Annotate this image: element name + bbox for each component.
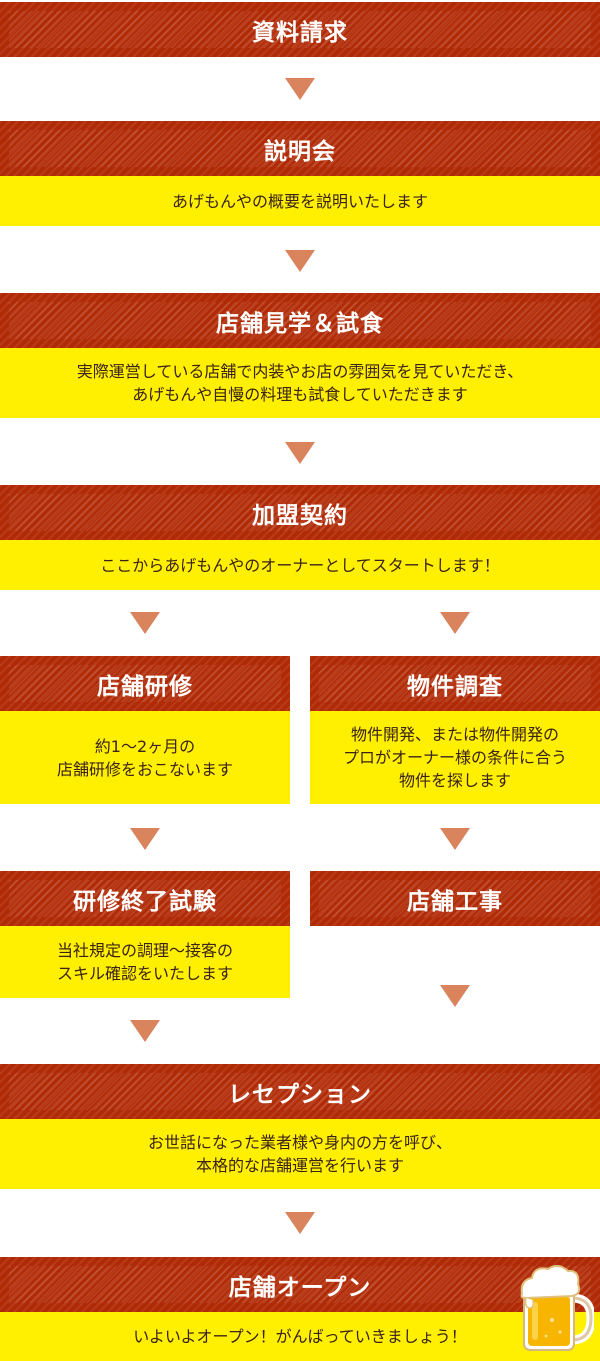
beer-mug-icon — [520, 1265, 594, 1351]
down-arrow-icon — [285, 1212, 315, 1234]
step-title: 店舗見学＆試食 — [216, 310, 384, 337]
down-arrow-icon — [285, 78, 315, 100]
down-arrow-icon — [440, 612, 470, 634]
down-arrow-icon — [440, 828, 470, 850]
step-store-training-header: 店舗研修 — [0, 656, 290, 711]
down-arrow-icon — [130, 1020, 160, 1042]
step-store-open-desc: いよいよオープン！がんばっていきましょう！ — [0, 1312, 600, 1361]
step-reception-desc: お世話になった業者様や身内の方を呼び、 本格的な店舗運営を行います — [0, 1119, 600, 1189]
step-property-survey-desc: 物件開発、または物件開発の プロがオーナー様の条件に合う 物件を探します — [310, 711, 600, 804]
step-title: 店舗オープン — [228, 1274, 372, 1301]
step-training-exam-desc: 当社規定の調理〜接客の スキル確認をいたします — [0, 926, 290, 998]
down-arrow-icon — [130, 828, 160, 850]
step-franchise-contract-header: 加盟契約 — [0, 485, 600, 540]
step-tour-tasting-header: 店舗見学＆試食 — [0, 293, 600, 348]
step-tour-tasting-desc: 実際運営している店舗で内装やお店の雰囲気を見ていただき、 あげもんや自慢の料理も… — [0, 348, 600, 418]
step-store-construction-header: 店舗工事 — [310, 871, 600, 926]
step-store-open-header: 店舗オープン — [0, 1257, 600, 1312]
down-arrow-icon — [285, 250, 315, 272]
down-arrow-icon — [285, 442, 315, 464]
step-title: 店舗研修 — [97, 673, 193, 700]
step-title: 店舗工事 — [407, 888, 503, 915]
step-title: 加盟契約 — [252, 502, 348, 529]
step-franchise-contract-desc: ここからあげもんやのオーナーとしてスタートします！ — [0, 540, 600, 590]
step-title: 研修終了試験 — [73, 888, 217, 915]
step-explanation-header: 説明会 — [0, 121, 600, 176]
step-training-exam-header: 研修終了試験 — [0, 871, 290, 926]
step-title: 資料請求 — [252, 19, 348, 46]
step-store-training-desc: 約1〜2ヶ月の 店舗研修をおこないます — [0, 711, 290, 804]
step-title: レセプション — [228, 1081, 372, 1108]
step-explanation-desc: あげもんやの概要を説明いたします — [0, 176, 600, 226]
step-title: 物件調査 — [407, 673, 503, 700]
step-reception-header: レセプション — [0, 1064, 600, 1119]
step-document-request-header: 資料請求 — [0, 2, 600, 57]
step-property-survey-header: 物件調査 — [310, 656, 600, 711]
down-arrow-icon — [440, 985, 470, 1007]
down-arrow-icon — [130, 612, 160, 634]
step-title: 説明会 — [264, 138, 336, 165]
